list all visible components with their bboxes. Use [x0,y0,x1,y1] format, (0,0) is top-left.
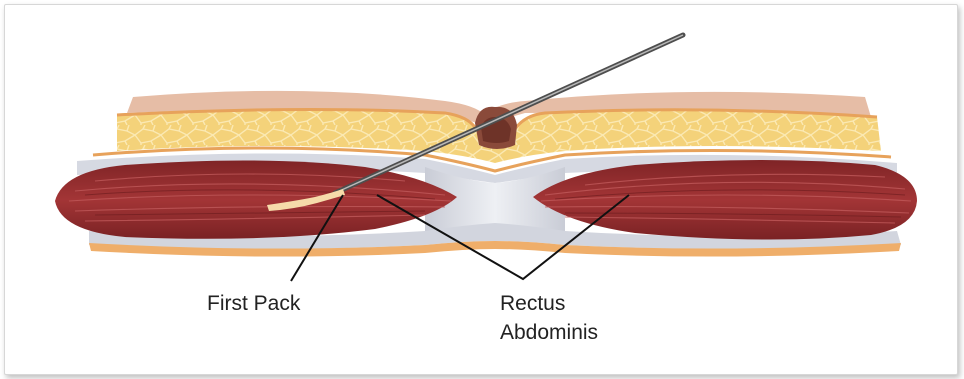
label-first-pack: First Pack [207,291,300,316]
figure-frame: First Pack Rectus Abdominis [4,4,958,375]
label-abdominis: Abdominis [500,320,598,345]
abdominal-wall-diagram [5,5,957,374]
rectus-muscle-left [55,160,457,238]
label-rectus: Rectus [500,291,565,316]
rectus-muscle-right [533,160,917,240]
